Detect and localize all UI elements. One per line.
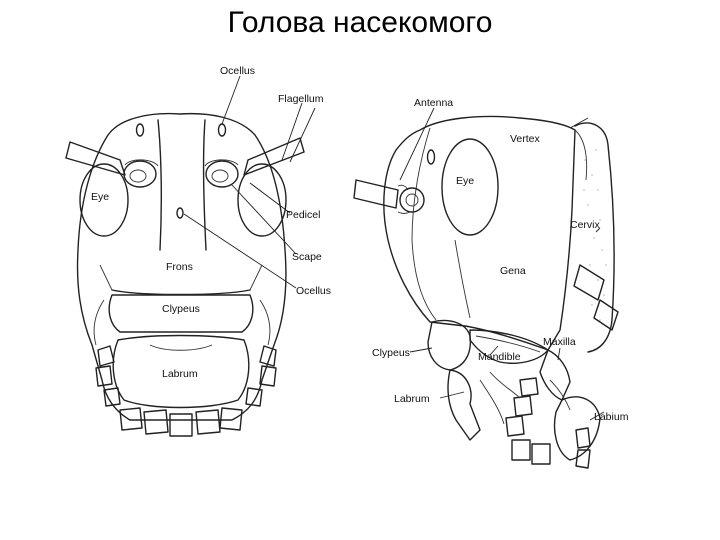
side-label-antenna: Antenna (414, 97, 453, 109)
front-palp-right (245, 345, 277, 407)
front-label-frons: Frons (166, 261, 193, 273)
front-label-ocellus-mid: Ocellus (296, 285, 331, 297)
side-label-vertex: Vertex (510, 133, 541, 145)
side-label-labium: Labium (594, 411, 629, 423)
front-eye-right (237, 163, 287, 237)
front-label-labrum: Labrum (162, 368, 198, 380)
front-ocellus-right (217, 123, 227, 137)
front-view-drawing (65, 112, 305, 437)
front-label-eye: Eye (91, 191, 109, 203)
side-label-gena: Gena (500, 265, 526, 277)
side-antenna (353, 179, 399, 209)
front-leader-lines (183, 75, 316, 289)
side-head-capsule (383, 115, 576, 351)
front-epistomal-suture (111, 289, 251, 296)
side-eye (441, 138, 499, 236)
front-label-flagellum: Flagellum (278, 93, 324, 105)
front-label-pedicel: Pedicel (286, 209, 320, 221)
side-maxillary-palp (505, 377, 551, 465)
front-antenna-left (65, 141, 126, 176)
side-ocellus (426, 149, 436, 165)
front-scape-right (205, 160, 239, 188)
side-label-clypeus: Clypeus (372, 347, 410, 359)
side-label-maxilla: Maxilla (543, 336, 576, 348)
side-cervix-stipple (583, 149, 607, 321)
front-head-capsule (76, 112, 287, 421)
side-view-drawing (353, 115, 619, 469)
side-mandible (469, 329, 549, 364)
front-ocellus-left (135, 123, 145, 137)
side-labrum (447, 369, 481, 441)
side-label-eye: Eye (456, 175, 474, 187)
page-title: Голова насекомого (227, 6, 493, 39)
side-label-mandible: Mandible (478, 351, 521, 363)
side-clypeus (427, 319, 472, 371)
front-label-ocellus-top: Ocellus (220, 65, 255, 77)
side-scape (399, 187, 425, 213)
front-frons-ridge (157, 119, 207, 251)
front-label-scape: Scape (292, 251, 322, 263)
front-palp-left (95, 345, 121, 407)
front-antenna-right (243, 137, 305, 176)
front-eye-left (79, 163, 129, 237)
front-label-clypeus: Clypeus (162, 303, 200, 315)
side-cervix (574, 122, 615, 353)
side-label-labrum: Labrum (394, 393, 430, 405)
side-maxilla (539, 349, 571, 401)
front-clypeus (108, 294, 254, 333)
side-label-cervix: Cervix (570, 219, 601, 231)
front-ocellus-middle (176, 207, 184, 219)
front-lower-segments (119, 407, 243, 437)
side-labium (553, 396, 601, 461)
side-leader-lines (399, 107, 605, 421)
front-scape-left (123, 160, 157, 188)
